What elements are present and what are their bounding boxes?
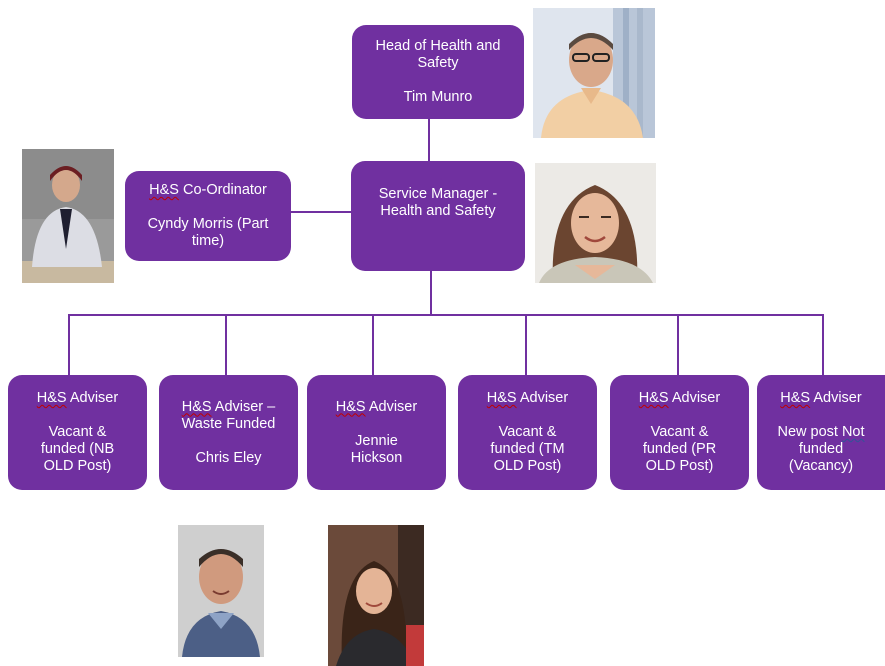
connector-drop-2 xyxy=(225,314,227,376)
adviser-title: H&S Adviser xyxy=(36,390,119,406)
man-glasses-photo xyxy=(533,8,655,138)
man-portrait-photo xyxy=(178,525,264,657)
connector-drop-3 xyxy=(372,314,374,376)
adviser-box-4: H&S Adviser Vacant & funded (TM OLD Post… xyxy=(458,375,597,490)
connector-horizontal-bus xyxy=(68,314,824,316)
adviser-title: H&S Adviser xyxy=(486,390,569,406)
service-manager-title: Service Manager - Health and Safety xyxy=(378,186,498,219)
adviser-detail: Chris Eley xyxy=(195,449,262,466)
adviser-box-5: H&S Adviser Vacant & funded (PR OLD Post… xyxy=(610,375,749,490)
woman-smiling-photo xyxy=(535,163,656,283)
head-name: Tim Munro xyxy=(403,89,473,105)
coordinator-box: H&S Co-Ordinator Cyndy Morris (Part time… xyxy=(125,171,291,261)
service-manager-box: Service Manager - Health and Safety xyxy=(351,161,525,271)
adviser-title: H&S Adviser – Waste Funded xyxy=(181,398,276,432)
adviser-title: H&S Adviser xyxy=(638,390,721,406)
adviser-detail: New post Not funded (Vacancy) xyxy=(777,424,865,474)
connector-drop-4 xyxy=(525,314,527,376)
adviser-detail: Vacant & funded (PR OLD Post) xyxy=(642,424,717,474)
adviser-box-3: H&S Adviser Jennie Hickson xyxy=(307,375,446,490)
adviser-title: H&S Adviser xyxy=(335,398,418,415)
adviser-box-2: H&S Adviser – Waste Funded Chris Eley xyxy=(159,375,298,490)
head-title: Head of Health and Safety xyxy=(375,38,501,71)
head-of-health-and-safety-box: Head of Health and Safety Tim Munro xyxy=(352,25,524,119)
connector-drop-1 xyxy=(68,314,70,376)
adviser-detail: Vacant & funded (NB OLD Post) xyxy=(40,424,115,474)
connector-coordinator-to-manager xyxy=(290,211,352,213)
woman-portrait-photo xyxy=(328,525,424,666)
connector-drop-5 xyxy=(677,314,679,376)
connector-head-to-manager xyxy=(428,118,430,162)
connector-drop-6 xyxy=(822,314,824,376)
coordinator-title: H&S Co-Ordinator xyxy=(149,182,267,198)
connector-manager-to-bus xyxy=(430,270,432,315)
adviser-detail: Jennie Hickson xyxy=(350,432,403,466)
adviser-box-1: H&S Adviser Vacant & funded (NB OLD Post… xyxy=(8,375,147,490)
adviser-title: H&S Adviser xyxy=(780,390,862,406)
adviser-box-6: H&S Adviser New post Not funded (Vacancy… xyxy=(757,375,885,490)
adviser-detail: Vacant & funded (TM OLD Post) xyxy=(490,424,565,474)
coordinator-name: Cyndy Morris (Part time) xyxy=(147,216,269,249)
woman-seated-photo xyxy=(22,149,114,283)
